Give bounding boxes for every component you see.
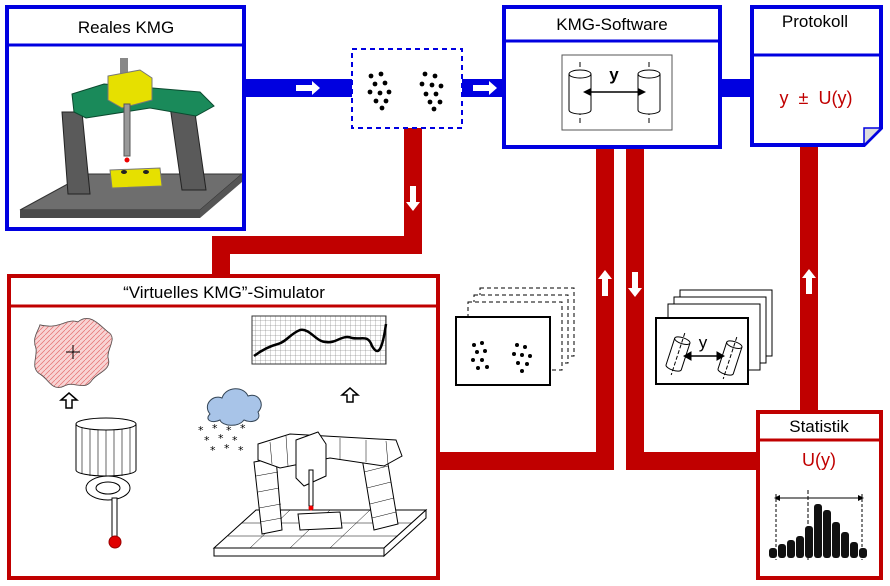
real-cmm-title: Reales KMG (78, 18, 174, 37)
software-measure-label: y (609, 65, 619, 84)
up-outline-arrow-icon (59, 392, 79, 409)
statistics-box: Statistik U(y) (756, 410, 883, 580)
down-arrow-icon (406, 186, 420, 211)
card-measure-label: y (699, 333, 708, 352)
svg-text:*: * (212, 422, 218, 435)
virtual-cmm-title: “Virtuelles KMG”-Simulator (123, 283, 325, 302)
protocol-result: y ± U(y) (780, 88, 853, 108)
measurement-result-stack (655, 289, 773, 385)
svg-text:*: * (240, 422, 246, 435)
svg-text:*: * (210, 444, 216, 457)
protocol-title: Protokoll (782, 12, 848, 31)
right-arrow-icon (296, 81, 320, 95)
environment-cloud-icon: **** *** *** (198, 388, 262, 457)
cmm-software-title: KMG-Software (556, 15, 667, 34)
virtual-cmm-box: “Virtuelles KMG”-Simulator (7, 274, 440, 580)
histogram-icon (769, 490, 867, 560)
point-data-stack (455, 287, 575, 386)
virtual-cmm-wireframe (212, 431, 428, 558)
tilted-cylinders-icon (665, 332, 743, 380)
red-link-software-statistics (626, 148, 758, 470)
statistics-result: U(y) (802, 450, 836, 470)
protocol-result-y: y (780, 88, 789, 108)
blue-link-software-protocol (720, 79, 752, 97)
svg-text:*: * (226, 424, 232, 437)
right-arrow-icon (473, 81, 497, 95)
down-arrow-icon (628, 272, 642, 297)
measurement-noise-chart (251, 315, 388, 365)
up-arrow-icon (802, 269, 816, 294)
real-cmm-box: Reales KMG (5, 5, 246, 231)
svg-text:*: * (198, 424, 204, 437)
svg-text:*: * (224, 442, 230, 455)
point-cloud-right (419, 71, 444, 112)
up-arrow-icon (598, 270, 612, 296)
point-cloud-left (367, 71, 392, 111)
protocol-box: Protokoll y ± U(y) (750, 5, 883, 147)
probe-illustration (75, 417, 137, 549)
measured-points-box (351, 48, 463, 129)
cmm-machine-illustration (19, 58, 244, 218)
svg-text:*: * (218, 432, 224, 445)
protocol-result-u: U(y) (818, 88, 852, 108)
svg-text:*: * (238, 444, 244, 457)
statistics-title: Statistik (789, 417, 849, 436)
cmm-software-box: KMG-Software y (502, 5, 722, 149)
svg-text:*: * (232, 434, 238, 447)
protocol-result-pm: ± (799, 88, 809, 108)
form-error-shape (34, 318, 113, 388)
red-link-simulator-software (438, 148, 614, 470)
up-outline-arrow-icon (340, 387, 360, 403)
cylinder-distance-icon (561, 54, 673, 131)
svg-text:*: * (204, 434, 210, 447)
